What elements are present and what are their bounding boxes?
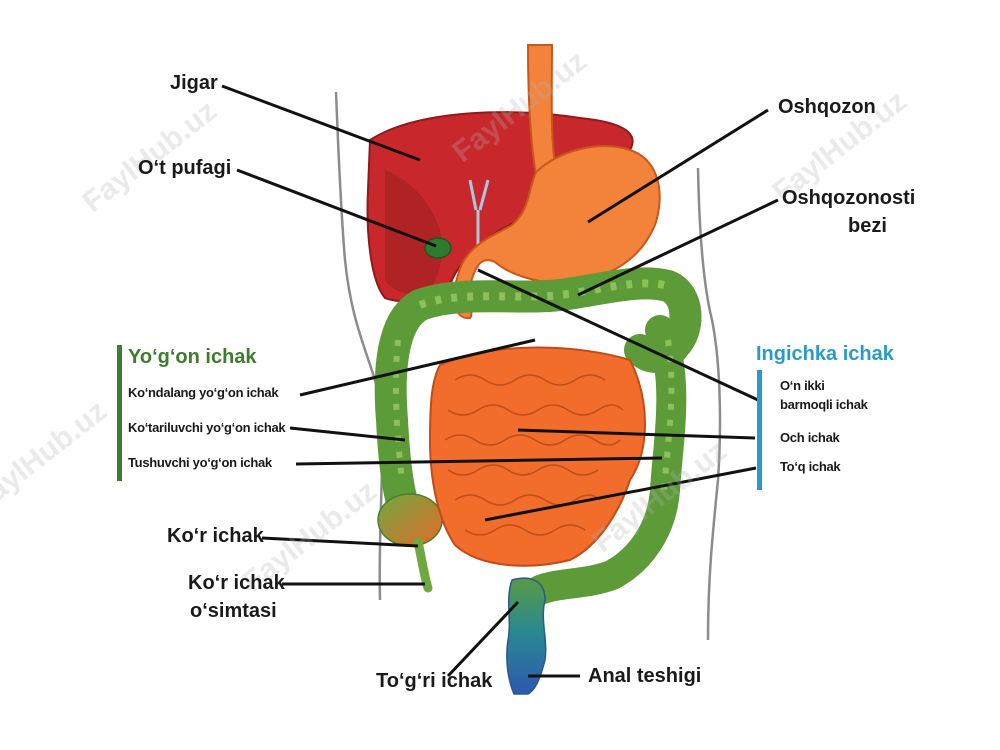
large-intestine-part-descending: Tushuvchi yo‘g‘on ichak [128,455,272,470]
appendix [413,537,433,593]
small-intestine-title: Ingichka ichak [756,343,894,365]
leader-lines [221,84,779,678]
label-oshqozon: Oshqozon [778,96,876,118]
small-intestine [428,346,646,567]
label-kor-ichak-osimta-2: o‘simtasi [190,600,277,622]
label-kor-ichak-osimta-1: Ko‘r ichak [188,572,285,594]
small-intestine-part-duodenum-2: barmoqli ichak [780,397,868,412]
large-intestine [374,267,702,605]
large-intestine-part-ascending: Ko‘tariluvchi yo‘g‘on ichak [128,420,286,435]
label-kor-ichak: Ko‘r ichak [167,525,264,547]
liver-shadow [385,170,442,294]
body-outline [334,91,722,641]
small-intestine-part-ileum: To‘q ichak [780,459,841,474]
small-intestine-part-duodenum-1: O‘n ikki [780,378,825,393]
large-intestine-part-transverse: Ko‘ndalang yo‘g‘on ichak [128,385,279,400]
gallbladder [424,237,452,259]
label-anal-teshigi: Anal teshigi [588,665,702,687]
small-intestine-bar [757,370,762,490]
cecum [377,493,443,547]
small-intestine-part-jejunum: Och ichak [780,430,840,445]
label-jigar: Jigar [170,72,218,94]
large-intestine-title: Yo‘g‘on ichak [128,346,257,368]
stomach [453,145,661,320]
label-ot-pufagi: O‘t pufagi [138,157,232,179]
label-bezi: bezi [848,215,887,237]
label-togri-ichak: To‘g‘ri ichak [376,670,493,692]
large-intestine-bar [117,345,122,481]
rectum [506,577,547,695]
label-oshqozonosti: Oshqozonosti [782,187,916,209]
